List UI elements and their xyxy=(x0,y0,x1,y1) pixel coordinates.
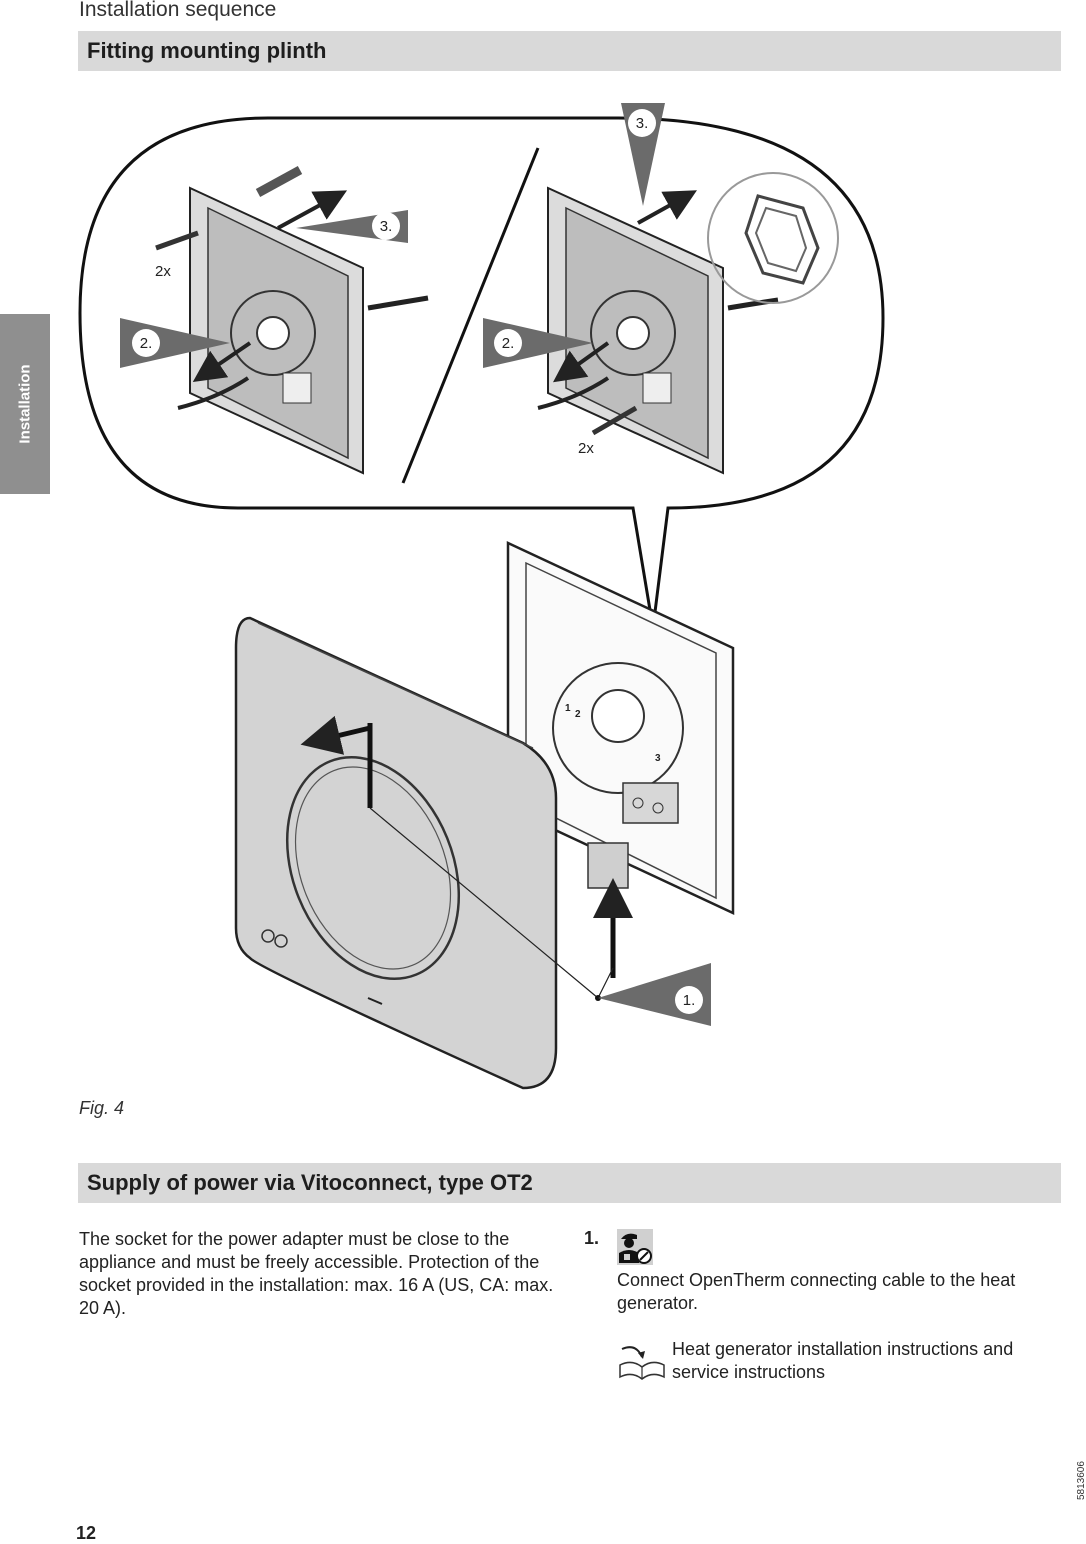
plinth-detail-right: 2x xyxy=(537,186,779,475)
flush-box-icon xyxy=(707,172,839,304)
svg-text:3.: 3. xyxy=(636,115,649,132)
wall-plinth: 1 2 3 xyxy=(506,541,735,915)
arrow-up-right xyxy=(277,190,348,230)
side-tab-label: Installation xyxy=(16,364,34,444)
callout-step1: 1. xyxy=(598,963,711,1026)
quantity-label-left: 2x xyxy=(155,263,171,280)
screw-left xyxy=(155,230,199,251)
callout-step3-top: 3. xyxy=(621,103,665,206)
svg-text:1.: 1. xyxy=(683,992,696,1009)
callout-step3-left: 3. xyxy=(296,210,408,243)
service-engineer-icon xyxy=(617,1229,653,1265)
arrow-tilt-left xyxy=(300,715,371,755)
svg-text:3.: 3. xyxy=(380,218,393,235)
svg-text:1: 1 xyxy=(565,703,571,714)
reference-documents: Heat generator installation instructions… xyxy=(672,1339,1014,1382)
step-number: 1. xyxy=(584,1228,600,1248)
arrow-down-left xyxy=(192,341,252,383)
quantity-label-right: 2x xyxy=(578,440,594,457)
step-instruction: Connect OpenTherm connecting cable to th… xyxy=(617,1270,1016,1313)
section-heading-power-supply: Supply of power via Vitoconnect, type OT… xyxy=(78,1163,1061,1203)
running-header: Installation sequence xyxy=(79,0,277,21)
document-code: 5813606 xyxy=(1076,1461,1086,1500)
svg-text:2.: 2. xyxy=(502,335,515,352)
dowel-left xyxy=(255,166,303,197)
power-socket-paragraph: The socket for the power adapter must be… xyxy=(79,1229,554,1318)
callout-step2-right: 2. xyxy=(483,318,593,368)
arrow-up-right xyxy=(637,190,697,225)
svg-text:2: 2 xyxy=(575,709,581,720)
callout-step2-left: 2. xyxy=(120,318,230,368)
side-tab-installation: Installation xyxy=(0,314,50,494)
screw-right xyxy=(591,405,638,436)
page-number: 12 xyxy=(76,1523,97,1543)
detail-bubble-outline xyxy=(78,116,885,629)
plinth-detail-left: 2x xyxy=(155,166,429,475)
section-heading-mounting-plinth: Fitting mounting plinth xyxy=(78,31,1061,71)
svg-text:2.: 2. xyxy=(140,335,153,352)
bubble-divider xyxy=(401,147,540,484)
figure-caption: Fig. 4 xyxy=(79,1098,125,1118)
manual-book-icon xyxy=(619,1346,665,1380)
svg-text:3: 3 xyxy=(655,753,661,764)
installation-illustration: 2x 2x 3. 2. 3. 2. xyxy=(78,103,885,1090)
arrow-down-left xyxy=(552,341,610,383)
